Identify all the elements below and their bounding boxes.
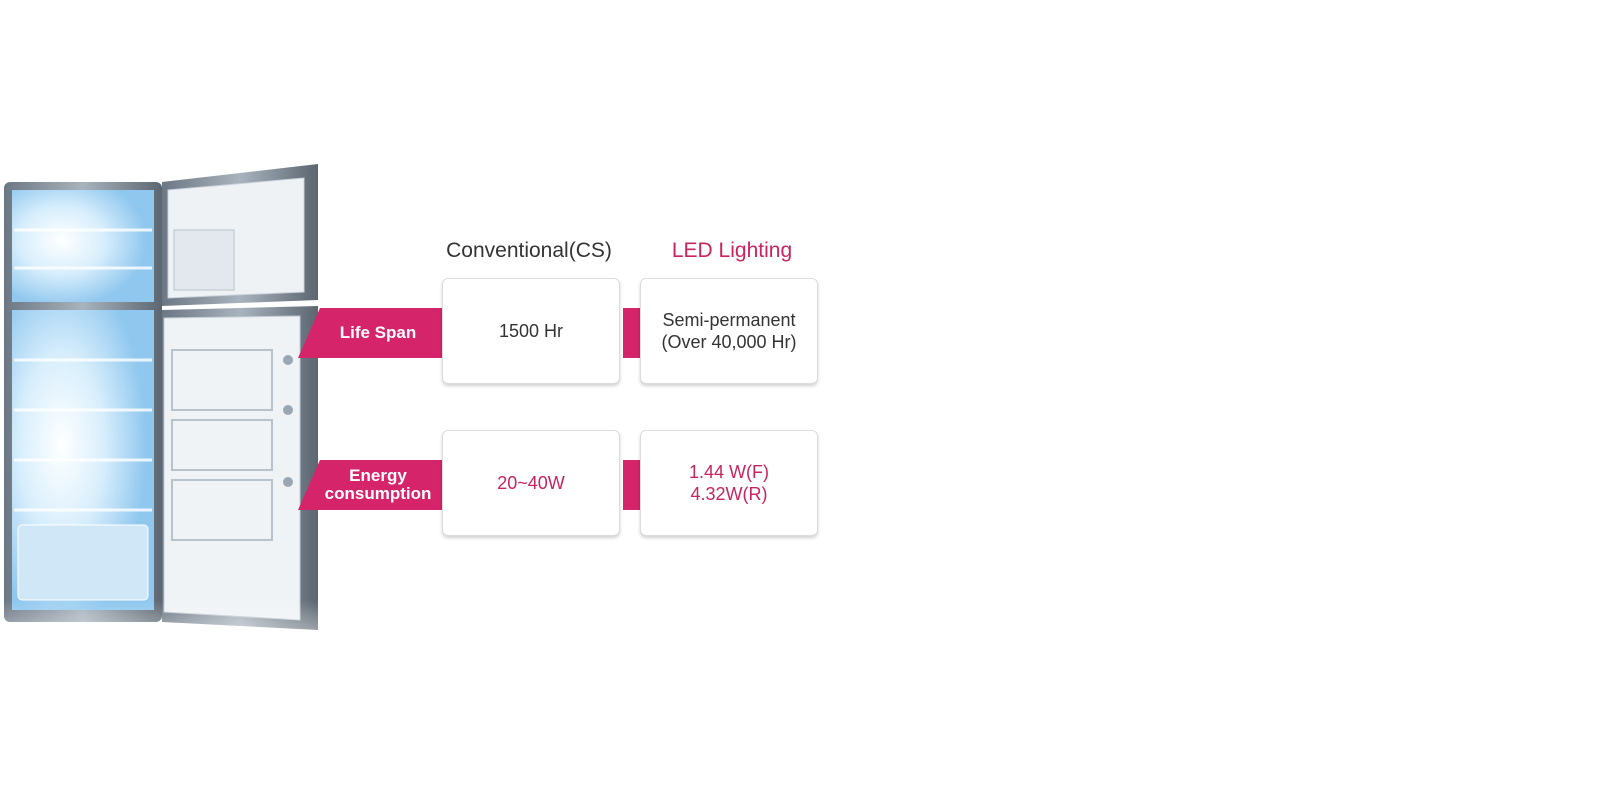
- energy-led-cell: 1.44 W(F) 4.32W(R): [640, 430, 818, 536]
- conventional-header: Conventional(CS): [446, 239, 612, 262]
- led-lighting-header: LED Lighting: [671, 239, 793, 262]
- energy-led-line-1: 1.44 W(F): [688, 462, 769, 482]
- energy-led-line-2: 4.32W(R): [690, 484, 768, 504]
- energy-label-line-1: Energy: [349, 466, 407, 485]
- life-span-label: Life Span: [298, 308, 444, 358]
- energy-conventional-value: 20~40W: [497, 473, 565, 493]
- life-span-conventional-cell: 1500 Hr: [442, 278, 620, 384]
- life-span-connector: [623, 308, 641, 358]
- life-span-led-line-2: (Over 40,000 Hr): [661, 332, 797, 352]
- life-span-conventional-value: 1500 Hr: [498, 321, 564, 341]
- energy-connector: [623, 460, 641, 510]
- life-span-led-cell: Semi-permanent (Over 40,000 Hr): [640, 278, 818, 384]
- life-span-led-line-1: Semi-permanent: [662, 310, 796, 330]
- energy-consumption-label: Energy consumption: [298, 460, 444, 510]
- refrigerator-open-icon: [0, 164, 330, 680]
- energy-conventional-cell: 20~40W: [442, 430, 620, 536]
- energy-label-line-2: consumption: [324, 484, 432, 503]
- life-span-label-text: Life Span: [339, 323, 417, 342]
